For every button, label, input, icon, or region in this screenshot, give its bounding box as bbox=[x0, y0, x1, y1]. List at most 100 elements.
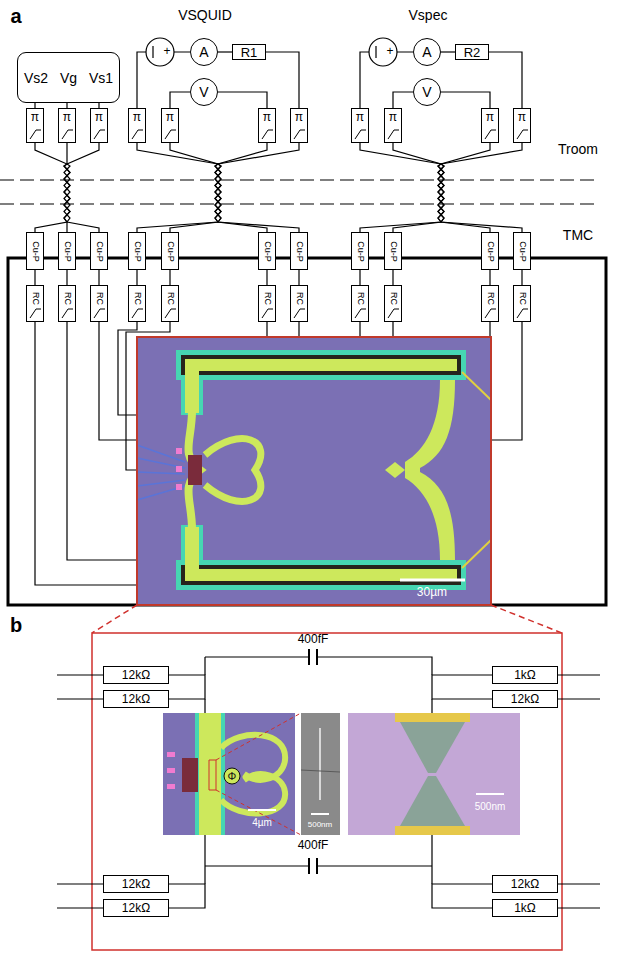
copper-powder-filter: Cu-P bbox=[481, 232, 499, 270]
wire bbox=[57, 675, 103, 908]
film bbox=[185, 527, 199, 571]
wire bbox=[360, 52, 413, 108]
wire bbox=[432, 675, 492, 699]
node-text: π bbox=[295, 111, 303, 123]
lowpass-line bbox=[262, 130, 273, 139]
wire bbox=[438, 143, 522, 232]
lowpass-symbol bbox=[129, 307, 145, 319]
annotation-label: Vspec bbox=[409, 8, 448, 23]
substrate bbox=[163, 713, 295, 835]
node-text: Cu-P bbox=[63, 241, 72, 262]
squid-loop bbox=[205, 439, 261, 502]
junction bbox=[385, 462, 405, 478]
pi-filter: π bbox=[258, 108, 276, 143]
lead bbox=[462, 372, 491, 568]
rc-filter: RC bbox=[384, 285, 402, 322]
node-text: 1kΩ bbox=[514, 669, 536, 681]
pi-filter: π bbox=[161, 108, 179, 143]
lowpass-symbol bbox=[91, 307, 107, 319]
annotation-label: 4µm bbox=[252, 817, 272, 828]
wire bbox=[169, 675, 205, 699]
annotation-label: 500nm bbox=[475, 801, 506, 812]
zoom-frame bbox=[92, 605, 562, 950]
wire bbox=[360, 143, 444, 232]
node-text: RC bbox=[356, 292, 365, 305]
annotation-label: 400fF bbox=[298, 839, 329, 852]
pi-filter: π bbox=[513, 108, 531, 143]
node-text: Cu-P bbox=[518, 241, 527, 262]
film-edge bbox=[176, 350, 466, 380]
node-text: 12kΩ bbox=[122, 669, 150, 681]
node-text: Cu-P bbox=[31, 241, 40, 262]
wire bbox=[136, 270, 137, 285]
inset-border bbox=[137, 337, 491, 605]
lowpass-symbol bbox=[91, 128, 107, 140]
lowpass-line bbox=[165, 130, 176, 139]
wire bbox=[298, 270, 299, 285]
wire bbox=[218, 92, 267, 108]
capacitor-symbol bbox=[309, 858, 317, 874]
pi-filter: π bbox=[351, 108, 369, 143]
node-text: Cu-P bbox=[263, 241, 272, 262]
voltage-source bbox=[146, 38, 174, 66]
stage-boundary bbox=[0, 179, 600, 180]
copper-powder-filter: Cu-P bbox=[351, 232, 369, 270]
lowpass-symbol bbox=[162, 307, 178, 319]
resistor-box: 12kΩ bbox=[103, 899, 169, 917]
lowpass-symbol bbox=[259, 307, 275, 319]
lowpass-line bbox=[132, 130, 143, 139]
resistor-box: R1 bbox=[232, 44, 266, 60]
pi-filter: π bbox=[128, 108, 146, 143]
node-text: π bbox=[518, 111, 526, 123]
contact bbox=[176, 466, 182, 472]
wire bbox=[170, 143, 221, 232]
scale-bar bbox=[248, 809, 276, 811]
rc-filter: RC bbox=[128, 285, 146, 322]
lowpass-line bbox=[485, 130, 496, 139]
resistor-box: 1kΩ bbox=[492, 899, 558, 917]
rc-filter: RC bbox=[258, 285, 276, 322]
capacitor-symbol bbox=[309, 649, 317, 665]
wire bbox=[205, 835, 432, 884]
lowpass-symbol bbox=[259, 128, 275, 140]
wire bbox=[489, 52, 522, 108]
lowpass-line bbox=[294, 130, 305, 139]
optical-photo bbox=[163, 713, 301, 835]
nanowire bbox=[319, 728, 321, 800]
wire bbox=[441, 92, 490, 108]
lowpass-line bbox=[132, 309, 143, 318]
wire bbox=[64, 143, 99, 232]
node-text: R1 bbox=[241, 46, 258, 59]
lowpass-line bbox=[165, 309, 176, 318]
wire bbox=[169, 270, 170, 285]
resistor-box: 1kΩ bbox=[492, 666, 558, 684]
lowpass-symbol bbox=[59, 128, 75, 140]
wire bbox=[489, 270, 490, 285]
film-dark bbox=[181, 565, 461, 585]
scale-bar bbox=[400, 579, 465, 582]
node-text: π bbox=[263, 111, 271, 123]
lowpass-line bbox=[262, 309, 273, 318]
pad bbox=[395, 826, 470, 835]
panel-b-border bbox=[92, 633, 562, 950]
gate-region bbox=[188, 455, 202, 485]
wire bbox=[441, 51, 455, 52]
sem-ground bbox=[301, 713, 340, 835]
pi-filter: π bbox=[290, 108, 308, 143]
scale-bar bbox=[476, 793, 504, 795]
node-text: 12kΩ bbox=[122, 693, 150, 705]
node-text: 12kΩ bbox=[511, 693, 539, 705]
flux-symbol bbox=[224, 768, 240, 784]
node-text: 1kΩ bbox=[514, 902, 536, 914]
node-text: RC bbox=[518, 292, 527, 305]
lowpass-symbol bbox=[27, 128, 43, 140]
film bbox=[185, 359, 457, 371]
source-minus bbox=[152, 46, 153, 58]
lowpass-symbol bbox=[291, 128, 307, 140]
node-text: RC bbox=[166, 292, 175, 305]
wire bbox=[98, 270, 99, 285]
resistor-box: 12kΩ bbox=[103, 690, 169, 708]
bowtie bbox=[400, 776, 465, 826]
